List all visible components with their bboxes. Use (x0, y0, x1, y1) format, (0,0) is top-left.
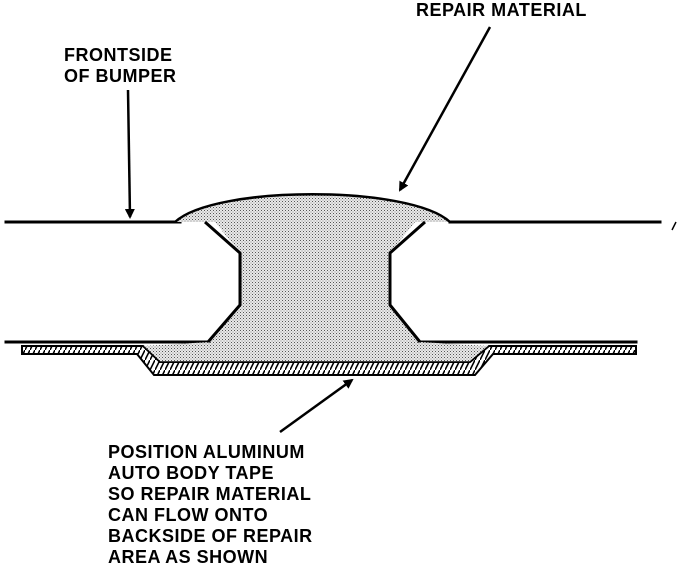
label-repair-material: REPAIR MATERIAL (416, 0, 587, 20)
note-line-1: POSITION ALUMINUM (108, 442, 305, 462)
label-tape-note: POSITION ALUMINUM AUTO BODY TAPE SO REPA… (108, 442, 313, 568)
hole-edges (204, 220, 426, 343)
note-line-5: BACKSIDE OF REPAIR (108, 526, 313, 546)
repair-material (143, 194, 489, 362)
hole-edge-right (388, 220, 426, 343)
note-line-3: SO REPAIR MATERIAL (108, 484, 312, 504)
edge-tick (671, 221, 677, 231)
arrow-frontside (124, 89, 135, 219)
note-line-6: AREA AS SHOWN (108, 547, 269, 567)
bumper-skin (4, 220, 662, 344)
note-line-4: CAN FLOW ONTO (108, 505, 269, 525)
repair-bottom-outline (142, 345, 490, 363)
repair-bulge-outline (174, 193, 451, 223)
leader-arrows (124, 26, 492, 434)
arrow-tape (279, 378, 354, 434)
label-frontside-of-bumper: FRONTSIDE OF BUMPER (64, 45, 177, 87)
arrow-repair-material (398, 26, 492, 192)
label-frontside-line-2: OF BUMPER (64, 66, 177, 86)
note-line-2: AUTO BODY TAPE (108, 463, 275, 483)
hole-edge-left (204, 220, 242, 343)
label-frontside-line-1: FRONTSIDE (64, 45, 173, 65)
